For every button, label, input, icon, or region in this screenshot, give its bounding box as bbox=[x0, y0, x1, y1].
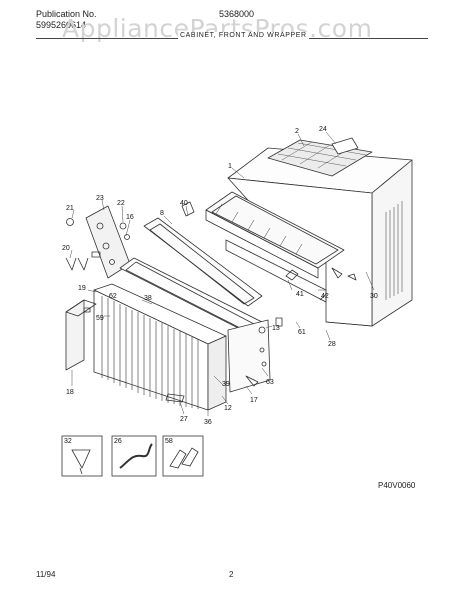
hinge-spring-icon bbox=[169, 447, 199, 469]
top-insulation-mesh bbox=[267, 137, 373, 177]
callout-17: 17 bbox=[250, 397, 258, 404]
callout-1: 1 bbox=[228, 163, 232, 170]
callout-39: 39 bbox=[222, 381, 230, 388]
callout-23: 23 bbox=[96, 195, 104, 202]
callout-13: 13 bbox=[272, 325, 280, 332]
model-number: 5368000 bbox=[219, 9, 255, 19]
inset-label-32: 32 bbox=[64, 438, 72, 445]
callout-19: 19 bbox=[78, 285, 86, 292]
bracket-clip-icon bbox=[71, 449, 91, 475]
callout-8: 8 bbox=[160, 210, 164, 217]
inset-labels: 32 26 58 bbox=[64, 438, 173, 445]
inset-box-26 bbox=[111, 435, 157, 477]
section-title: CABINET, FRONT AND WRAPPER bbox=[178, 32, 309, 39]
footer-date: 11/94 bbox=[36, 570, 56, 579]
inset-box-32 bbox=[61, 435, 103, 477]
callout-42: 42 bbox=[321, 293, 329, 300]
callout-24: 24 bbox=[319, 126, 327, 133]
callout-36: 36 bbox=[204, 419, 212, 426]
inset-label-58: 58 bbox=[165, 438, 173, 445]
callout-12: 12 bbox=[224, 405, 232, 412]
callout-21: 21 bbox=[66, 205, 74, 212]
callout-61: 61 bbox=[298, 329, 306, 336]
figure-code: P40V0060 bbox=[378, 481, 416, 490]
callout-2: 2 bbox=[295, 128, 299, 135]
callout-30: 30 bbox=[370, 293, 378, 300]
inset-label-26: 26 bbox=[114, 438, 122, 445]
front-frame-assembly bbox=[205, 191, 345, 303]
footer-page: 2 bbox=[229, 570, 234, 579]
inset-parts bbox=[61, 435, 204, 477]
callout-59: 59 bbox=[96, 315, 104, 322]
control-panel bbox=[85, 205, 131, 279]
side-filter-door bbox=[65, 299, 97, 371]
small-hardware bbox=[165, 201, 357, 403]
callout-27: 27 bbox=[180, 416, 188, 423]
callout-41: 41 bbox=[296, 291, 304, 298]
grille-frame bbox=[119, 217, 263, 333]
callout-16: 16 bbox=[126, 214, 134, 221]
callout-38: 38 bbox=[144, 295, 152, 302]
callout-28: 28 bbox=[328, 341, 336, 348]
foam-strip-icon bbox=[119, 443, 153, 469]
callout-labels: 1 2 24 23 22 21 16 8 40 20 19 62 38 59 1… bbox=[62, 126, 378, 426]
publication-number: 5995260614 bbox=[36, 20, 87, 30]
knobs bbox=[65, 218, 130, 271]
callout-40: 40 bbox=[180, 200, 188, 207]
callout-20: 20 bbox=[62, 245, 70, 252]
inset-box-58 bbox=[162, 435, 204, 477]
callout-62: 62 bbox=[109, 293, 117, 300]
callout-22: 22 bbox=[117, 200, 125, 207]
publication-label: Publication No. bbox=[36, 9, 97, 19]
front-grille bbox=[93, 283, 271, 411]
callout-18: 18 bbox=[66, 389, 74, 396]
callout-63: 63 bbox=[266, 379, 274, 386]
